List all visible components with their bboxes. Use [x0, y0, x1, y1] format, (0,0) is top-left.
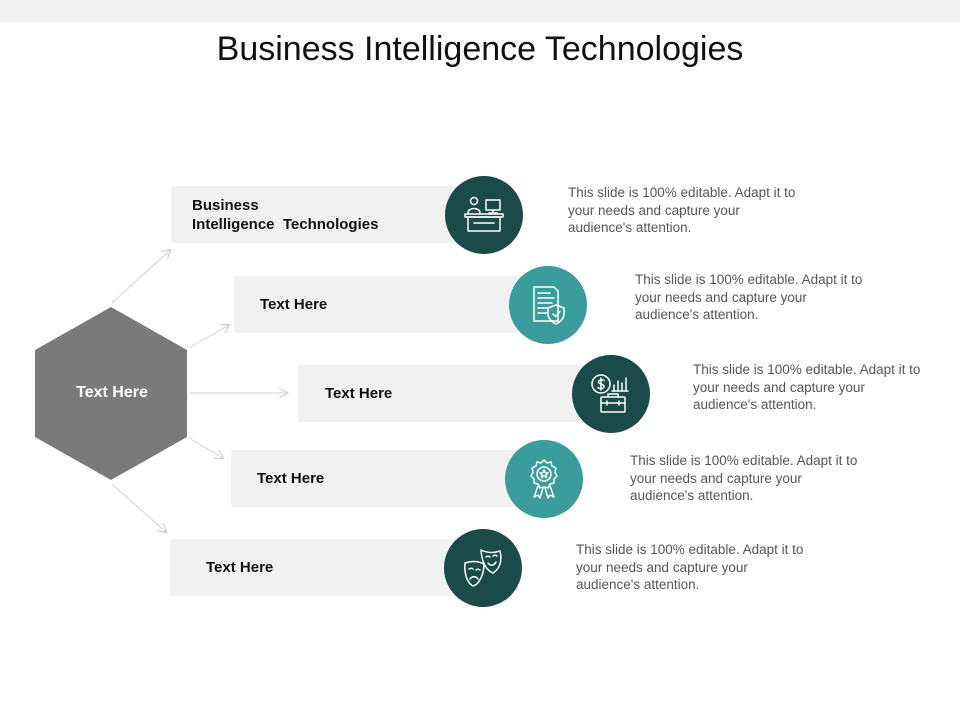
award-badge-icon: [530, 459, 558, 499]
item-description-2: This slide is 100% editable. Adapt it to…: [635, 272, 863, 322]
item-label-1-line2: Intelligence Technologies: [192, 215, 379, 233]
connector-arrow-5: [111, 483, 166, 532]
document-shield-icon: [533, 286, 565, 325]
item-circle-4: [505, 440, 583, 518]
item-bar-5: Text Here: [170, 539, 482, 596]
item-label-5: Text Here: [206, 559, 274, 576]
connector-arrow-1: [111, 250, 170, 304]
center-label: Text Here: [76, 384, 148, 401]
item-bar-1: Business Intelligence Technologies: [171, 186, 483, 243]
item-description-4: This slide is 100% editable. Adapt it to…: [630, 453, 858, 503]
item-label-3: Text Here: [325, 385, 393, 402]
item-circle-5: [444, 529, 522, 607]
person-at-desk-icon: [464, 196, 504, 232]
top-strip: [0, 0, 960, 22]
connector-arrow-4: [188, 437, 223, 458]
slide-title: Business Intelligence Technologies: [216, 30, 744, 68]
theater-masks-icon: [464, 549, 502, 587]
item-circle-2: [509, 266, 587, 344]
item-label-1-line1: Business: [192, 196, 259, 214]
item-description-3: This slide is 100% editable. Adapt it to…: [693, 362, 921, 412]
item-bar-4: Text Here: [231, 450, 543, 507]
item-circle-1: [445, 176, 523, 254]
item-bar-3: Text Here: [298, 365, 610, 422]
item-bar-2: Text Here: [234, 276, 546, 333]
item-description-1: This slide is 100% editable. Adapt it to…: [568, 185, 796, 235]
item-circle-3: [572, 355, 650, 433]
item-label-1: Business Intelligence Technologies: [192, 196, 378, 234]
connector-arrow-2: [188, 325, 229, 349]
money-chart-briefcase-icon: [591, 374, 629, 413]
item-description-5: This slide is 100% editable. Adapt it to…: [576, 542, 804, 592]
item-label-2: Text Here: [260, 296, 328, 313]
center-hexagon: [35, 307, 187, 480]
item-label-4: Text Here: [257, 470, 325, 487]
